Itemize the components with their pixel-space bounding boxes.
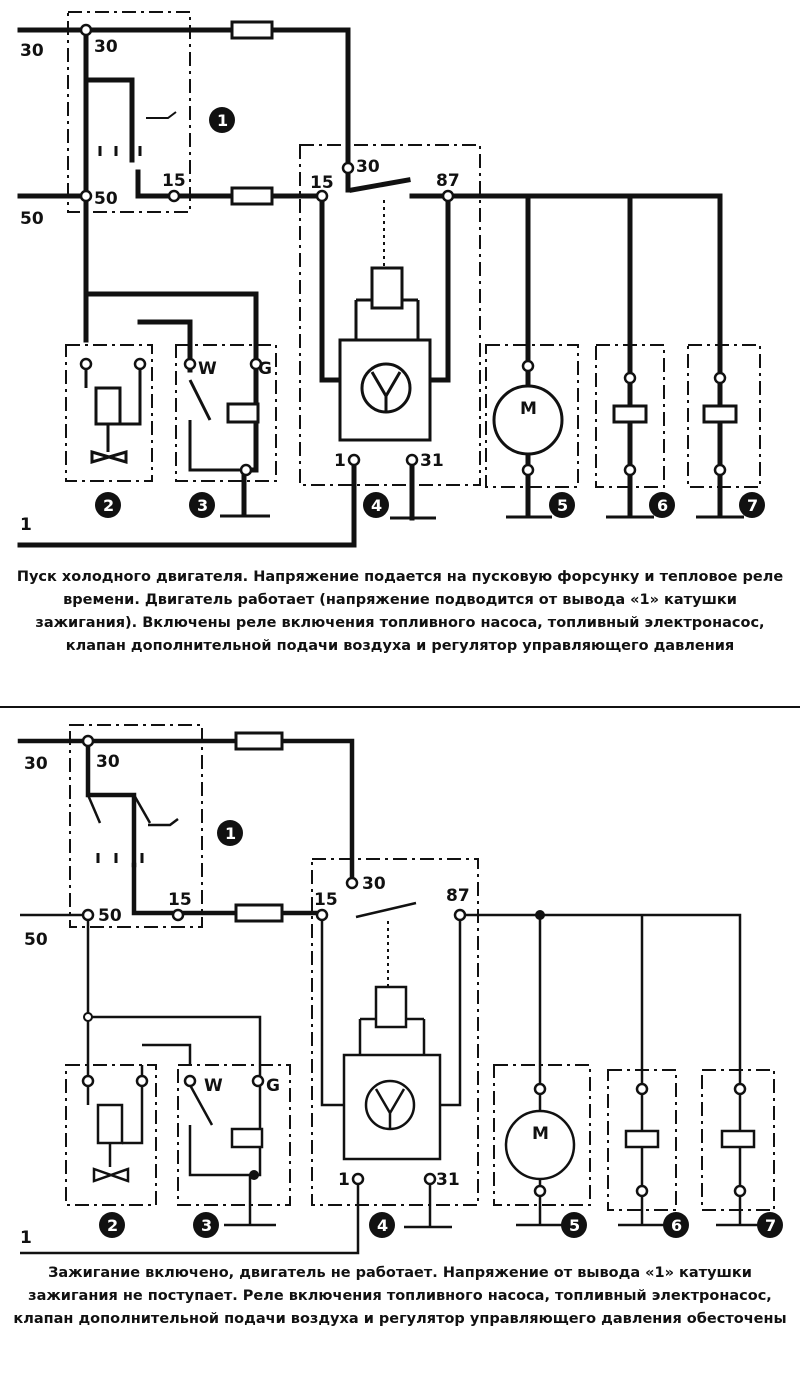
terminal-50-left: 50 (20, 209, 44, 229)
terminal-15: 15 (168, 890, 192, 910)
badge-7: 7 (747, 496, 758, 515)
terminal-15: 15 (162, 171, 186, 191)
motor-label: M (532, 1124, 549, 1144)
caption-cold-start: Пуск холодного двигателя. Напряжение под… (16, 569, 784, 654)
relay-terminal-1: 1 (334, 451, 346, 471)
relay-terminal-31: 31 (420, 451, 444, 471)
motor-label: M (520, 399, 537, 419)
component-badges: 1 2 3 4 5 6 7 (95, 107, 765, 518)
relay-terminal-30: 30 (362, 874, 386, 894)
terminal-g: G (258, 359, 272, 379)
line-1-label: 1 (20, 515, 32, 535)
relay-terminal-87: 87 (446, 886, 470, 906)
terminal-g: G (266, 1076, 280, 1096)
badge-7: 7 (765, 1216, 776, 1235)
badge-6: 6 (657, 496, 668, 515)
badge-5: 5 (557, 496, 568, 515)
terminal-30-left: 30 (20, 41, 44, 61)
badge-6: 6 (671, 1216, 682, 1235)
relay-terminal-30: 30 (356, 157, 380, 177)
badge-4: 4 (371, 496, 382, 515)
wiring-diagram-ignition-on: 30 30 15 50 50 15 30 87 1 31 W G M 1 1 2… (17, 724, 783, 1255)
relay-terminal-15: 15 (314, 890, 338, 910)
badge-3: 3 (201, 1216, 212, 1235)
badge-2: 2 (103, 496, 114, 515)
relay-terminal-15: 15 (310, 173, 334, 193)
component-badges: 1 2 3 4 5 6 7 (99, 820, 783, 1238)
relay-terminal-87: 87 (436, 171, 460, 191)
badge-2: 2 (107, 1216, 118, 1235)
badge-1: 1 (225, 824, 236, 843)
terminal-50-left: 50 (24, 930, 48, 950)
relay-terminal-31: 31 (436, 1170, 460, 1190)
terminal-30: 30 (94, 37, 118, 57)
section-divider (0, 706, 800, 708)
badge-3: 3 (197, 496, 208, 515)
badge-4: 4 (377, 1216, 388, 1235)
terminal-50: 50 (94, 189, 118, 209)
line-1-label: 1 (20, 1228, 32, 1248)
relay-terminal-1: 1 (338, 1170, 350, 1190)
terminal-w: W (198, 359, 217, 379)
caption-ignition-on: Зажигание включено, двигатель не работае… (13, 1265, 787, 1327)
terminal-30-left: 30 (24, 754, 48, 774)
wiring-diagram-cold-start: 30 30 15 50 50 15 30 87 1 31 W G M 1 1 2… (17, 11, 765, 548)
badge-1: 1 (217, 111, 228, 130)
badge-5: 5 (569, 1216, 580, 1235)
terminal-50: 50 (98, 906, 122, 926)
terminal-w: W (204, 1076, 223, 1096)
terminal-30: 30 (96, 752, 120, 772)
